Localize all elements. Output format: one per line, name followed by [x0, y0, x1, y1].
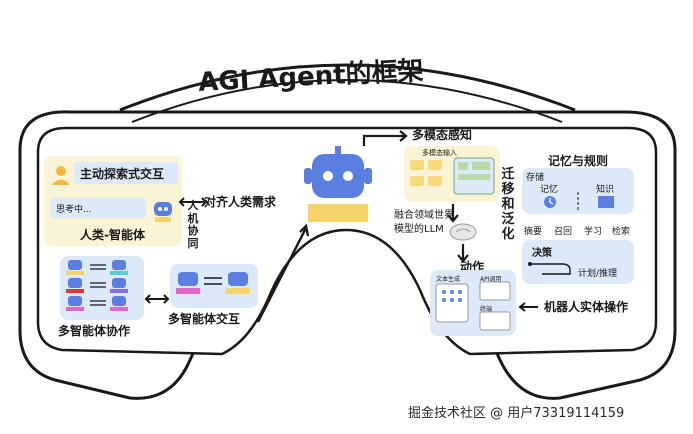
thinking-text: 思考中... — [56, 205, 92, 215]
tg-char-3: 和 — [501, 196, 515, 212]
brain-icon — [448, 222, 478, 242]
human-agent-caption: 人类-智能体 — [80, 228, 145, 242]
multi-agent-interact-panel — [170, 264, 258, 308]
knowledge-label: 知识 — [596, 185, 615, 195]
tg-char-4: 泛 — [501, 211, 515, 227]
memory-icons — [544, 192, 614, 212]
decision-card: 决策 计划/推理 — [522, 240, 634, 284]
perception-grid-icon — [410, 157, 495, 195]
tg-char-5: 化 — [501, 226, 515, 242]
perception-card: 多模态输入 — [404, 146, 500, 202]
feedback-arrow-icon — [256, 223, 310, 323]
memory-card: 存储 记忆 知识 — [522, 168, 634, 214]
hm-char-4: 同 — [187, 236, 199, 250]
human-agent-panel: 主动探索式交互 思考中... 人类-智能体 — [44, 156, 182, 246]
align-human-needs-label: 对齐人类需求 — [204, 195, 277, 209]
arrow-left-icon — [518, 302, 538, 312]
arrow-down-icon — [457, 244, 469, 263]
robot-icon — [150, 198, 176, 224]
hm-char-2: 机 — [187, 211, 199, 225]
human-machine-collab-label: 人机协同 — [186, 199, 200, 251]
memory-rules-title: 记忆与规则 — [548, 154, 609, 168]
double-arrow-icon — [178, 197, 208, 207]
action-item-terminal: 终端 — [480, 306, 493, 313]
multimodal-perception-label: 多模态感知 — [412, 128, 473, 142]
world-model-line-2: 模型的LLM — [394, 224, 444, 235]
memory-action-retrieve: 检索 — [612, 227, 631, 237]
action-item-api: API调用 — [480, 276, 502, 283]
arrow-icon — [362, 130, 408, 146]
perception-card-header: 多模态输入 — [422, 149, 457, 157]
memory-label: 记忆 — [540, 185, 559, 195]
memory-action-learn: 学习 — [584, 227, 603, 237]
robot-pair-icon — [176, 272, 250, 294]
multi-agent-interact-label: 多智能体交互 — [168, 312, 241, 326]
multi-agent-collab-panel — [60, 256, 144, 320]
double-arrow-icon — [144, 294, 170, 304]
proactive-box: 主动探索式交互 — [74, 162, 178, 184]
robot-operation-label: 机器人实体操作 — [544, 300, 629, 314]
hm-char-1: 人 — [187, 199, 199, 212]
hm-char-3: 协 — [187, 224, 199, 238]
storage-label: 存储 — [526, 173, 545, 183]
robot-grid-icon — [66, 260, 128, 311]
planning-label: 计划/推理 — [578, 269, 618, 279]
watermark: 掘金技术社区 @ 用户7331911415​9 — [408, 406, 625, 421]
tg-char-2: 移 — [501, 181, 515, 197]
decision-label: 决策 — [532, 248, 552, 259]
thinking-box: 思考中... — [50, 198, 146, 218]
arrow-down-icon — [447, 204, 459, 223]
multi-agent-collab-label: 多智能体协作 — [58, 324, 131, 338]
agent-robot-icon — [302, 146, 374, 226]
memory-action-summary: 摘要 — [524, 227, 543, 237]
tg-char-1: 迁 — [501, 167, 515, 182]
transfer-generalization-label: 迁移和泛化 — [500, 167, 516, 243]
user-icon — [50, 164, 72, 185]
memory-action-recall: 召回 — [554, 227, 573, 237]
world-model-line-1: 融合领域世界 — [394, 210, 454, 221]
proactive-label: 主动探索式交互 — [80, 167, 165, 181]
decision-flow-icon — [528, 262, 571, 275]
action-card: 文本生成 API调用 终端 — [430, 270, 516, 336]
action-icons — [435, 281, 511, 331]
action-item-text-gen: 文本生成 — [436, 276, 461, 283]
